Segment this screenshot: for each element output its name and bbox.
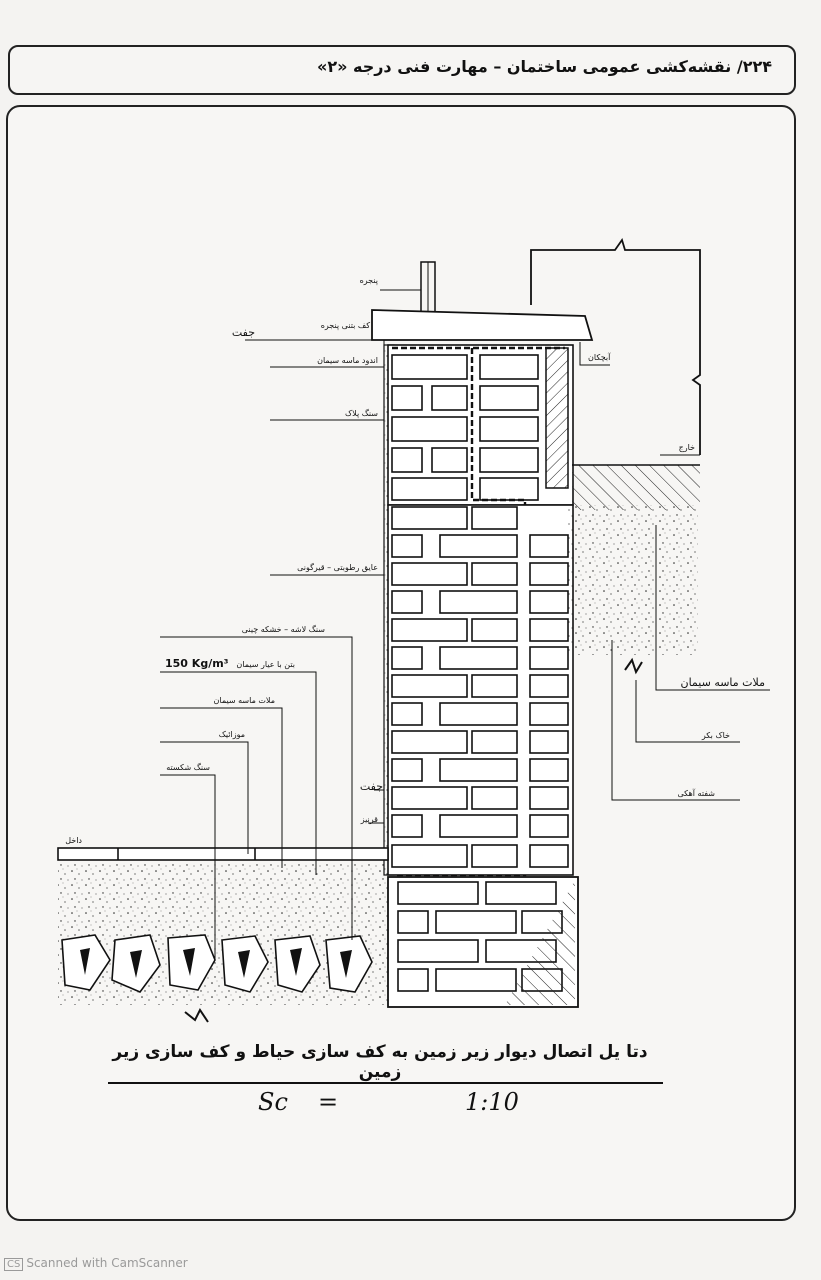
label-joint-top: جفت (232, 326, 255, 339)
interior-floor (57, 847, 389, 1023)
scale-equals: = (318, 1088, 339, 1116)
label-joint-side: جفت (360, 780, 383, 793)
caption-underline (108, 1082, 663, 1084)
label-waterproof: عایق رطوبتی – قیرگونی (297, 562, 378, 572)
ground-break (624, 657, 643, 675)
stone-slab-facing (545, 347, 569, 489)
leader-lines-right (579, 342, 770, 801)
label-outside: خارج (679, 443, 695, 452)
label-concrete: بتن با عیار سیمان (236, 660, 295, 669)
window-sill (371, 309, 594, 341)
label-crushed-stone: سنگ شکسته (166, 762, 210, 772)
scanner-text: Scanned with CamScanner (26, 1256, 188, 1270)
drawing-caption: دتا یل اتصال دیوار زیر زمین به کف سازی ح… (112, 1042, 648, 1082)
leader-lines-left (160, 289, 421, 960)
label-mosaic: موزائیک (219, 730, 245, 739)
exterior-wall-outline (530, 237, 701, 455)
label-inside: داخل (65, 836, 82, 845)
upper-bricks (391, 354, 539, 501)
label-window-sill: کف بتنی پنجره (321, 321, 371, 330)
window-frame (420, 261, 436, 313)
label-stone-slab: سنگ پلاک (345, 408, 378, 418)
label-mortar-right: ملات ماسه سیمان (681, 676, 766, 689)
page-header-title: ۲۲۴/ نقشه‌کشی عمومی ساختمان – مهارت فنی … (316, 57, 772, 76)
label-drip: آبچکان (588, 352, 611, 362)
label-plinth: قرنیز (360, 815, 378, 824)
label-window: پنجره (360, 276, 378, 285)
label-rubble-stone: سنگ لاشه – خشکه چینی (242, 624, 326, 634)
lime-concrete-fill (568, 505, 698, 655)
label-cement-mortar: ملات ماسه سیمان (214, 696, 275, 705)
lower-bricks (391, 506, 569, 868)
label-concrete-dosage: 150 Kg/m³ (165, 657, 229, 670)
label-virgin-soil: خاک بکر (701, 731, 730, 740)
page-header: ۲۲۴/ نقشه‌کشی عمومی ساختمان – مهارت فنی … (8, 45, 796, 95)
foundation-hatch (505, 880, 575, 1005)
label-cement-plaster: اندود ماسه سیمان (317, 356, 378, 365)
scale-value: 1:10 (465, 1088, 519, 1116)
label-lime-mix: شفته آهکی (677, 788, 715, 798)
scanner-badge: CS (4, 1258, 24, 1271)
scale-label: Sc (258, 1088, 288, 1116)
topsoil-hatch (572, 465, 700, 510)
